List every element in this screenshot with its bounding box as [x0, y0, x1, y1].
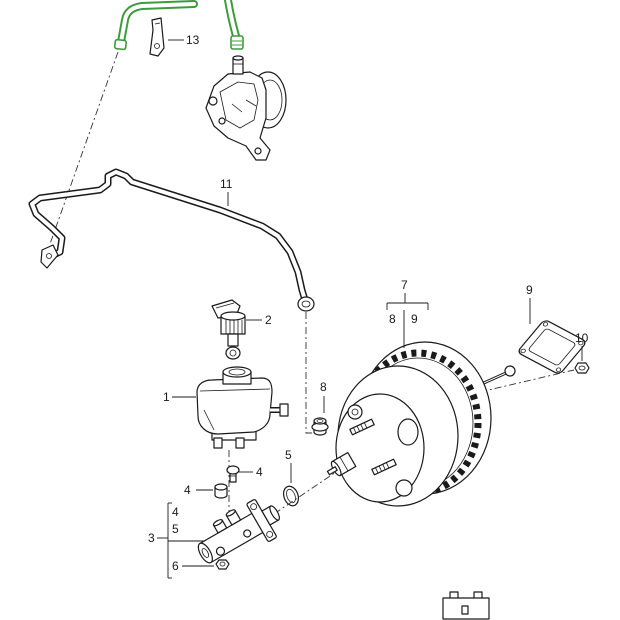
grommet: [311, 417, 329, 436]
brake-booster: [326, 341, 516, 507]
callout-bolt-lower: 4: [184, 483, 191, 497]
callout-nut: 10: [575, 331, 589, 345]
vacuum-line: [28, 168, 315, 312]
gasket: [518, 320, 586, 374]
callout-cap: 2: [265, 313, 272, 327]
callout-booster-kit-a: 8: [389, 312, 396, 326]
bolt: [226, 465, 240, 483]
seal-plug: [214, 483, 228, 499]
callout-booster-kit-b: 9: [411, 312, 418, 326]
battery-icon: [442, 591, 490, 620]
callout-bracket: 13: [186, 33, 200, 47]
callout-mc-kit-oring: 5: [172, 522, 179, 536]
reservoir-cap: [211, 299, 246, 360]
master-cylinder: [197, 499, 281, 564]
callout-gasket: 9: [526, 283, 533, 297]
callout-reservoir: 1: [163, 390, 170, 404]
callout-bolt-upper: 4: [256, 465, 263, 479]
callout-booster: 7: [401, 278, 408, 292]
callout-o-ring: 5: [285, 448, 292, 462]
callout-mc-kit-bolt: 4: [172, 505, 179, 519]
o-ring: [282, 485, 300, 507]
bracket-part: [149, 17, 165, 57]
callout-mc-kit-nut: 6: [172, 559, 179, 573]
callout-vacuum-line: 11: [220, 177, 233, 191]
vacuum-pump: [205, 55, 287, 161]
master-cylinder-callout-bracket: [157, 502, 214, 579]
callout-grommet: 8: [320, 380, 327, 394]
booster-nut: [574, 362, 590, 374]
callout-master-cylinder: 3: [148, 531, 155, 545]
booster-callout-bracket: [386, 293, 429, 348]
nut: [215, 559, 230, 570]
vacuum-hose-highlight: [113, 0, 244, 51]
brake-fluid-reservoir: [196, 366, 289, 449]
